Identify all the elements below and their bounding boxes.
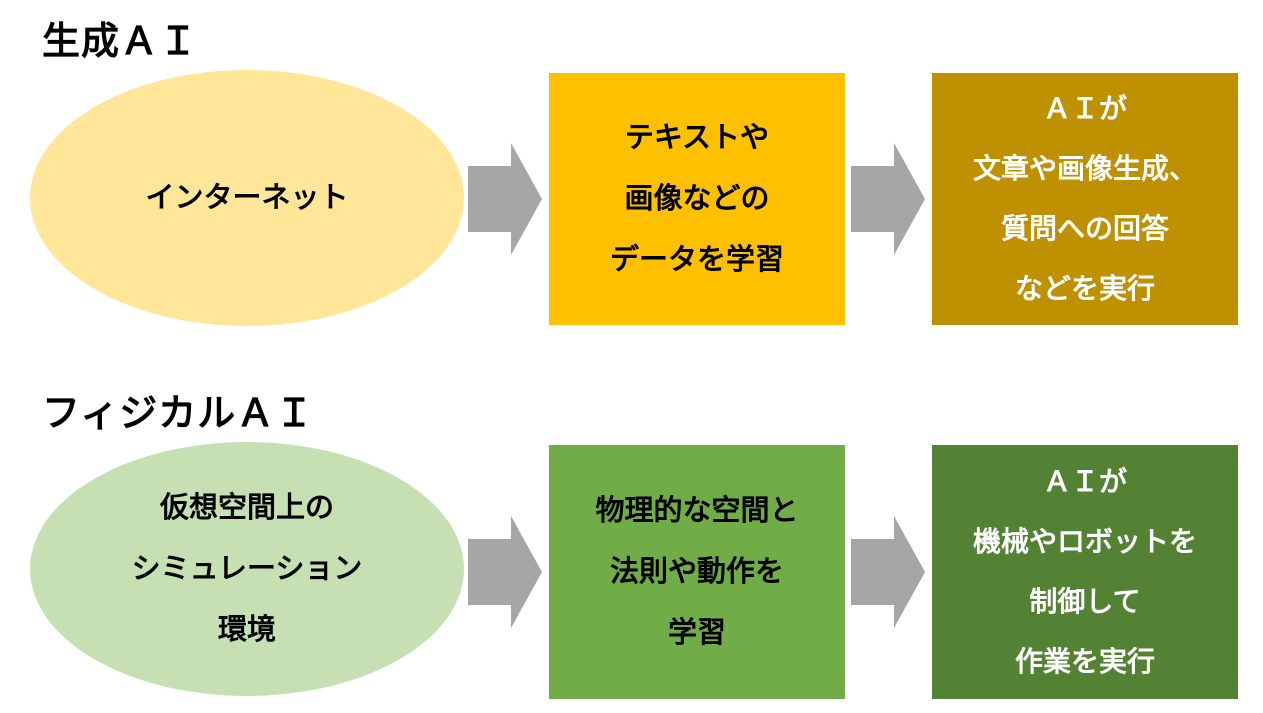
text-line: 文章や画像生成、 [972,153,1197,184]
text-line: 仮想空間上の [159,491,334,524]
text-line: 学習 [667,616,726,649]
text-line: 法則や動作を [609,555,784,588]
text-line: シミュレーション [131,552,363,585]
generative-ai-input-ellipse: インターネット [30,70,464,326]
section-title-physical-ai: フィジカルＡＩ [42,393,315,435]
text-line: インターネット [145,181,349,214]
right-arrow-icon [851,143,925,255]
text-line: 制御して [1029,586,1141,617]
text-line: 物理的な空間と [595,494,799,527]
text-line: 質問への回答 [1000,213,1169,244]
text-line: ＡＩが [1042,93,1127,124]
physical-ai-input-ellipse: 仮想空間上の シミュレーション 環境 [30,442,464,696]
text-line: データを学習 [609,243,784,276]
right-arrow-icon [851,516,925,628]
text-line: などを実行 [1014,273,1155,304]
generative-ai-output-box: ＡＩが 文章や画像生成、 質問への回答 などを実行 [932,73,1238,325]
text-line: ＡＩが [1042,466,1127,497]
text-line: 環境 [217,613,276,646]
text-line: テキストや [624,121,770,154]
physical-ai-output-box: ＡＩが 機械やロボットを 制御して 作業を実行 [932,445,1238,699]
right-arrow-icon [468,143,542,255]
physical-ai-learning-box: 物理的な空間と 法則や動作を 学習 [549,445,845,699]
text-line: 作業を実行 [1014,646,1155,677]
text-line: 画像などの [624,182,770,215]
generative-ai-learning-box: テキストや 画像などの データを学習 [549,73,845,325]
section-title-generative-ai: 生成ＡＩ [42,21,199,63]
right-arrow-icon [468,516,542,628]
text-line: 機械やロボットを [972,526,1197,557]
